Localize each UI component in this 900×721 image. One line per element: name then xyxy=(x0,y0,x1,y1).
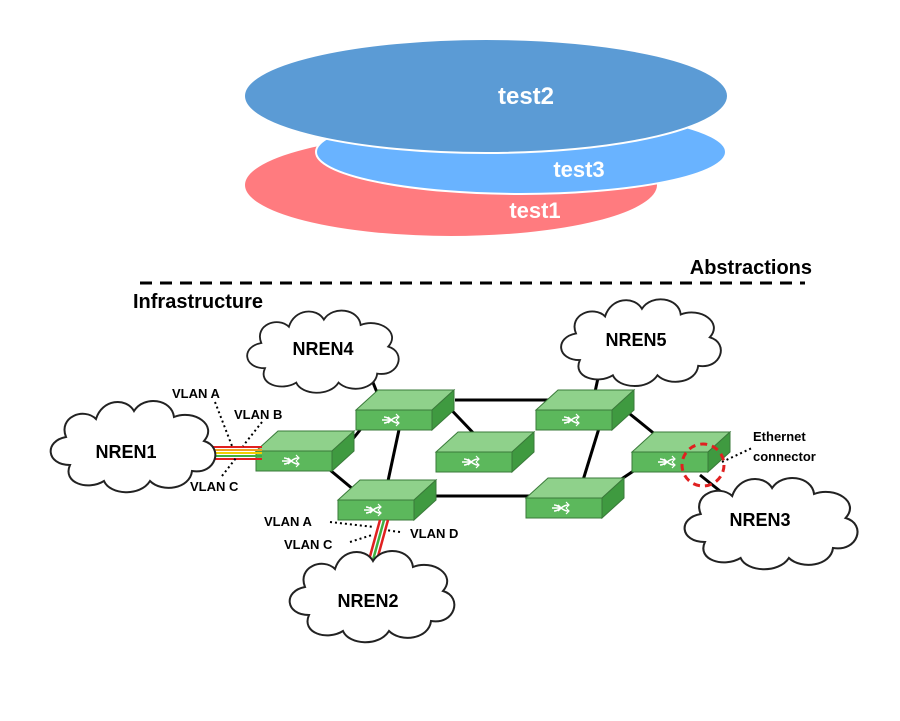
nren2-label: NREN2 xyxy=(337,591,398,611)
nren2-vlan-c-label: VLAN C xyxy=(284,537,333,552)
nren1-vlan-lines xyxy=(210,446,262,460)
switch-nren1-edge xyxy=(255,430,355,472)
nren2-vlan-lines xyxy=(367,519,390,561)
nren3-label: NREN3 xyxy=(729,510,790,530)
ethernet-label-line1: Ethernet xyxy=(753,429,806,444)
test2-label: test2 xyxy=(498,83,554,110)
nren2-vlan-a-label: VLAN A xyxy=(264,514,313,529)
infrastructure-label: Infrastructure xyxy=(133,291,263,313)
switch-bottom-left xyxy=(337,479,437,521)
nren1-vlan-a-label: VLAN A xyxy=(172,386,221,401)
switch-bottom-right xyxy=(525,477,625,519)
nren1-vlan-c-label: VLAN C xyxy=(190,479,239,494)
ethernet-label-line2: connector xyxy=(753,449,816,464)
switch-top-left xyxy=(355,389,455,431)
test1-label: test1 xyxy=(509,198,560,223)
test2-ellipse xyxy=(243,38,729,154)
switch-center xyxy=(435,431,535,473)
nren1-vlan-b-label: VLAN B xyxy=(234,407,282,422)
switch-top-right xyxy=(535,389,635,431)
nren2-vlan-d-label: VLAN D xyxy=(410,526,458,541)
abstractions-label: Abstractions xyxy=(690,257,812,279)
vlan-pointer-lines xyxy=(214,401,753,543)
ethernet-connector-marker xyxy=(680,442,726,488)
nren5-label: NREN5 xyxy=(605,330,666,350)
nren1-label: NREN1 xyxy=(95,442,156,462)
nren4-label: NREN4 xyxy=(292,339,353,359)
test3-label: test3 xyxy=(553,157,604,182)
